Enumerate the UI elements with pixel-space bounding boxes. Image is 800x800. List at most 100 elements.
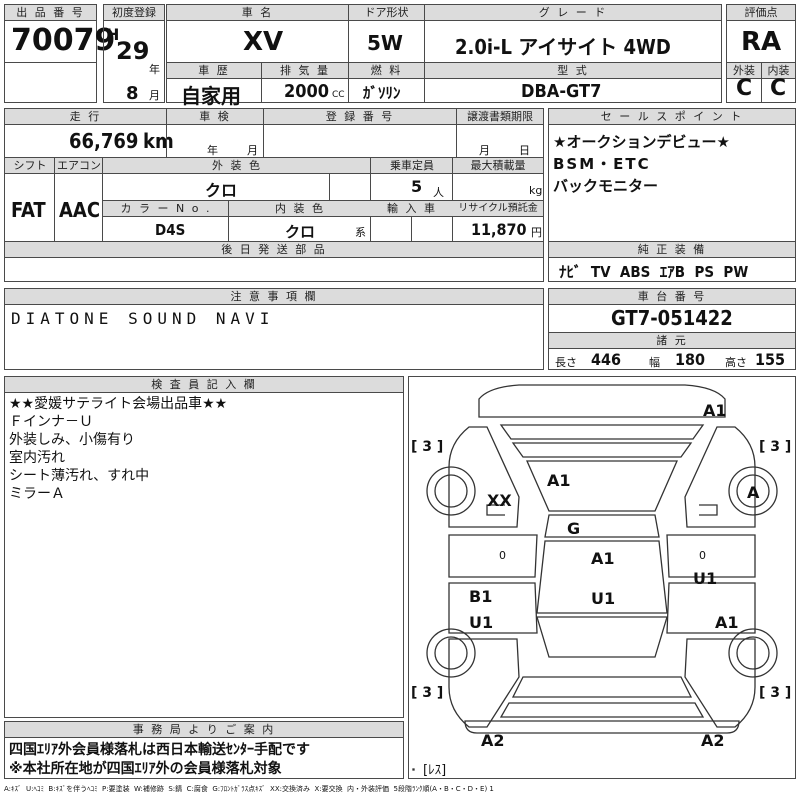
aircon-header: エアコン — [55, 158, 103, 174]
lot-number-header: 出 品 番 号 — [5, 5, 96, 21]
mark-u1-right: U1 — [693, 569, 718, 588]
caution-header: 注 意 事 項 欄 — [5, 289, 543, 305]
car-name-header: 車 名 — [167, 5, 348, 21]
transfer-deadline-cell: 譲渡書類期限 月 日 — [456, 108, 544, 158]
int-grade-header: 内装 — [762, 63, 795, 79]
car-outline-diagram — [412, 384, 778, 771]
mark-zero-left: 0 — [499, 549, 506, 562]
model-cell: 型 式 DBA-GT7 — [424, 62, 722, 103]
mark-b1: B1 — [469, 587, 493, 606]
mark-a1-right: A1 — [715, 613, 739, 632]
color-no-header: カ ラ ー N o . — [103, 201, 229, 217]
sales-point-header: セ ー ル ス ポ イ ン ト — [549, 109, 795, 125]
exterior-color: クロ — [205, 181, 238, 200]
inspection-month-unit: 月 — [247, 144, 258, 157]
mark-u1-center: U1 — [591, 589, 616, 608]
later-parts-header: 後 日 発 送 部 品 — [5, 242, 543, 258]
mark-a1-roof: A1 — [547, 471, 571, 490]
height-value: 155 — [755, 350, 786, 369]
year-unit: 年 — [149, 63, 160, 76]
score-header: 評価点 — [727, 5, 795, 21]
month-unit: 月 — [149, 89, 160, 102]
sales-point-1: ★オークションデビュー★ — [553, 133, 730, 151]
mark-3-left-top: [ 3 ] — [411, 439, 444, 455]
inspector-notes-cell: 検 査 員 記 入 欄 ★★愛媛サテライト会場出品車★★ Ｆインナ－Ｕ 外装しみ… — [4, 376, 404, 718]
cc-unit: CC — [332, 90, 345, 100]
mark-a2-right: A2 — [701, 731, 725, 750]
inspector-note-1: ★★愛媛サテライト会場出品車★★ — [9, 396, 228, 412]
door-cell: ドア形状 5W — [348, 4, 425, 63]
spec-block: シフト エアコン 外 装 色 乗車定員 最大積載量 FAT AAC クロ 5 人… — [4, 157, 544, 242]
grade-header: グ レ ー ド — [425, 5, 721, 21]
inspector-notes-header: 検 査 員 記 入 欄 — [5, 377, 403, 393]
dims-header: 諸 元 — [549, 332, 795, 349]
mark-a-wheel: A — [747, 483, 760, 502]
damage-legend: A:ｷｽﾞ U:ﾍｺﾐ B:ｷｽﾞを伴うﾍｺﾐ P:要塗装 W:補修跡 S:錆 … — [4, 785, 494, 793]
lot-number-cell: 出 品 番 号 70079 — [4, 4, 115, 63]
sales-point-3: バックモニター — [553, 177, 659, 195]
shift: FAT — [11, 198, 46, 222]
chassis-cell: 車 台 番 号 GT7-051422 諸 元 長さ 446 幅 180 高さ 1… — [548, 288, 796, 370]
grade: 2.0i-L アイサイト 4WD — [455, 35, 671, 59]
transfer-deadline-header: 譲渡書類期限 — [457, 109, 543, 125]
interior-color-header: 内 装 色 — [229, 201, 371, 217]
mark-3-right-top: [ 3 ] — [759, 439, 792, 455]
seating-capacity: 5 — [411, 177, 423, 196]
length-label: 長さ — [555, 356, 577, 369]
mark-u1-left: U1 — [469, 613, 494, 632]
caution-cell: 注 意 事 項 欄 DIATONE SOUND NAVI — [4, 288, 544, 370]
chassis-number: GT7-051422 — [611, 306, 733, 330]
registration-month: 8 — [126, 83, 139, 104]
load-header: 最大積載量 — [453, 158, 543, 174]
fuel: ｶﾞｿﾘﾝ — [363, 84, 401, 102]
grade-cell: グ レ ー ド 2.0i-L アイサイト 4WD — [424, 4, 722, 63]
mileage: 66,769 — [69, 129, 139, 153]
equipment-header: 純 正 装 備 — [549, 242, 795, 258]
mark-a1-top-right: A1 — [703, 401, 727, 420]
model-header: 型 式 — [425, 63, 721, 79]
registration-number-header: 登 録 番 号 — [264, 109, 456, 125]
auction-score: RA — [741, 27, 782, 57]
office-note-2: ※本社所在地が四国ｴﾘｱ外の会員様落札対象 — [9, 761, 282, 777]
displacement-cell: 排 気 量 2000 CC — [261, 62, 349, 103]
car-name: XV — [243, 27, 284, 57]
lot-number-blank — [4, 62, 97, 103]
first-registration-header: 初度登録 — [104, 5, 164, 21]
car-history: 自家用 — [181, 84, 241, 108]
inspection-header: 車 検 — [167, 109, 263, 125]
car-name-cell: 車 名 XV — [166, 4, 349, 63]
office-note-1: 四国ｴﾘｱ外会員様落札は西日本輸送ｾﾝﾀｰ手配です — [9, 742, 310, 758]
aircon: AAC — [59, 198, 101, 222]
office-notes-header: 事 務 局 よ り ご 案 内 — [5, 722, 403, 738]
mark-xx: XX — [487, 491, 512, 510]
color-number: D4S — [155, 221, 186, 239]
displacement-header: 排 気 量 — [262, 63, 348, 79]
mark-3-right-bottom: [ 3 ] — [759, 685, 792, 701]
lot-number: 70079 — [11, 23, 116, 58]
interior-color-suffix: 系 — [355, 226, 366, 239]
first-registration-cell: 初度登録 H 29 年 8 月 — [103, 4, 165, 104]
inspection-cell: 車 検 年 月 — [166, 108, 264, 158]
caution-text: DIATONE SOUND NAVI — [11, 309, 275, 328]
capacity-unit: 人 — [433, 186, 444, 199]
displacement: 2000 — [284, 81, 330, 102]
mileage-header: 走 行 — [5, 109, 166, 125]
fuel-header: 燃 料 — [349, 63, 424, 79]
mark-a1-center: A1 — [591, 549, 615, 568]
registration-number-cell: 登 録 番 号 — [263, 108, 457, 158]
mark-3-left-bottom: [ 3 ] — [411, 685, 444, 701]
sales-point-2: BSM・ETC — [553, 155, 651, 173]
height-label: 高さ — [725, 356, 747, 369]
load-unit: kg — [529, 184, 543, 197]
later-parts-cell: 後 日 発 送 部 品 — [4, 241, 544, 282]
sales-point-cell: セ ー ル ス ポ イ ン ト ★オークションデビュー★ BSM・ETC バック… — [548, 108, 796, 242]
capacity-header: 乗車定員 — [371, 158, 453, 174]
ext-grade-header: 外装 — [727, 63, 761, 79]
length-value: 446 — [591, 350, 622, 369]
model-code: DBA-GT7 — [521, 81, 602, 102]
transfer-day-unit: 日 — [519, 144, 530, 157]
inspection-year-unit: 年 — [207, 144, 218, 157]
door-header: ドア形状 — [349, 5, 424, 21]
import-header: 輸 入 車 — [371, 201, 453, 217]
mark-zero-right: 0 — [699, 549, 706, 562]
